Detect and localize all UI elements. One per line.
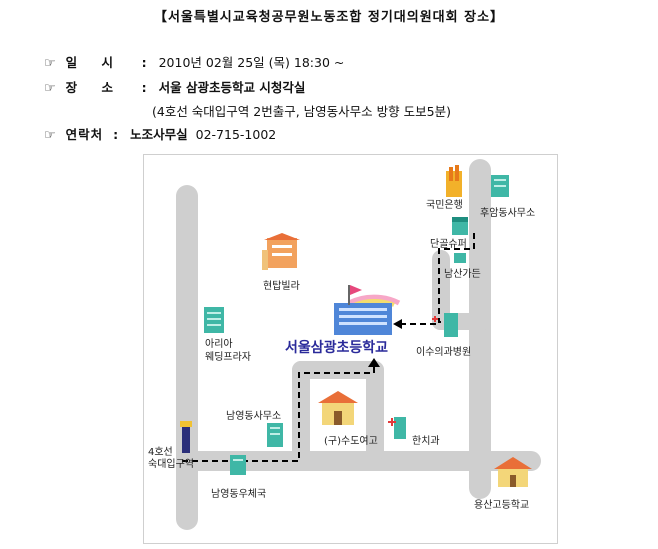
road-mid-vertical — [292, 361, 310, 461]
label-huam-office: 후암동사무소 — [480, 208, 536, 219]
road-mid-vertical-2 — [366, 361, 384, 461]
date-label: 일 시 — [65, 55, 123, 70]
sudo-girls-school-house-icon — [318, 391, 358, 425]
route-arrow-left — [393, 319, 402, 329]
road-bottom-horizontal — [179, 451, 541, 471]
contact-label: 연락처 — [65, 127, 104, 142]
label-leesu-clinic: 이수의과병원 — [416, 347, 472, 358]
place-row: ☞ 장 소 : 서울 삼광초등학교 시청각실 — [44, 77, 305, 96]
pointing-hand-icon: ☞ — [44, 81, 56, 96]
place-colon: : — [141, 80, 147, 95]
walking-route — [182, 367, 375, 462]
contact-phone: 02-715-1002 — [195, 127, 277, 142]
alt-route — [438, 233, 475, 323]
location-map: 국민은행 후암동사무소 단골슈퍼 남산가든 현탑빌라 아리아 웨딩프라자 서울삼… — [143, 154, 558, 544]
dangol-super-icon — [452, 217, 468, 235]
label-sudo-girls-school: (구)수도여고 — [324, 436, 378, 447]
pointing-hand-icon: ☞ — [44, 56, 56, 71]
directions-text: (4호선 숙대입구역 2번출구, 남영동사무소 방향 도보5분) — [152, 104, 451, 119]
date-colon: : — [141, 55, 147, 70]
place-label: 장 소 — [65, 80, 123, 95]
aria-wedding-building-icon — [204, 307, 224, 333]
label-station: 4호선 숙대입구역 — [148, 447, 194, 470]
hyeontap-villa-building-icon — [262, 233, 300, 270]
dental-building-icon — [388, 417, 406, 439]
namyeong-office-building-icon — [267, 423, 283, 447]
road-left-vertical — [176, 185, 198, 530]
contact-row: ☞ 연락처 : 노조사무실 02-715-1002 — [44, 124, 276, 143]
date-value: 2010년 02월 25일 (목) 18:30 ~ — [158, 55, 345, 70]
label-yongsan-high: 용산고등학교 — [474, 500, 530, 511]
kookmin-bank-icon — [446, 165, 462, 197]
school-building-icon — [334, 285, 401, 335]
contact-place: 노조사무실 — [130, 127, 188, 142]
map-graphics — [176, 159, 541, 530]
road-short-vertical — [432, 250, 450, 330]
label-aria-wedding: 아리아 웨딩프라자 — [205, 339, 251, 363]
label-dangol-super: 단골슈퍼 — [430, 239, 467, 250]
namsan-gabin-icon — [454, 253, 466, 263]
page-title: 【서울특별시교육청공무원노동조합 정기대의원대회 장소】 — [153, 10, 505, 25]
label-kookmin-bank: 국민은행 — [426, 200, 463, 211]
namyeong-post-building-icon — [230, 455, 246, 475]
label-namyeong-post: 남영동우체국 — [211, 489, 267, 500]
pointing-hand-icon: ☞ — [44, 128, 56, 143]
label-namyeong-office: 남영동사무소 — [226, 411, 282, 422]
hospital-building-icon — [432, 313, 458, 337]
date-row: ☞ 일 시 : 2010년 02월 25일 (목) 18:30 ~ — [44, 52, 344, 71]
contact-colon: : — [113, 127, 119, 142]
subway-station-icon — [180, 421, 192, 453]
road-mid-horizontal — [292, 361, 384, 379]
yongsan-high-house-icon — [494, 457, 532, 487]
place-value: 서울 삼광초등학교 시청각실 — [158, 80, 306, 95]
label-hyeontap-villa: 현탑빌라 — [263, 281, 300, 292]
route-arrow-up — [368, 358, 380, 367]
label-namsan-gabin: 남산가든 — [444, 269, 481, 280]
label-dental: 한치과 — [412, 436, 440, 447]
huam-office-building-icon — [491, 175, 509, 197]
label-school: 서울삼광초등학교 — [285, 340, 389, 356]
